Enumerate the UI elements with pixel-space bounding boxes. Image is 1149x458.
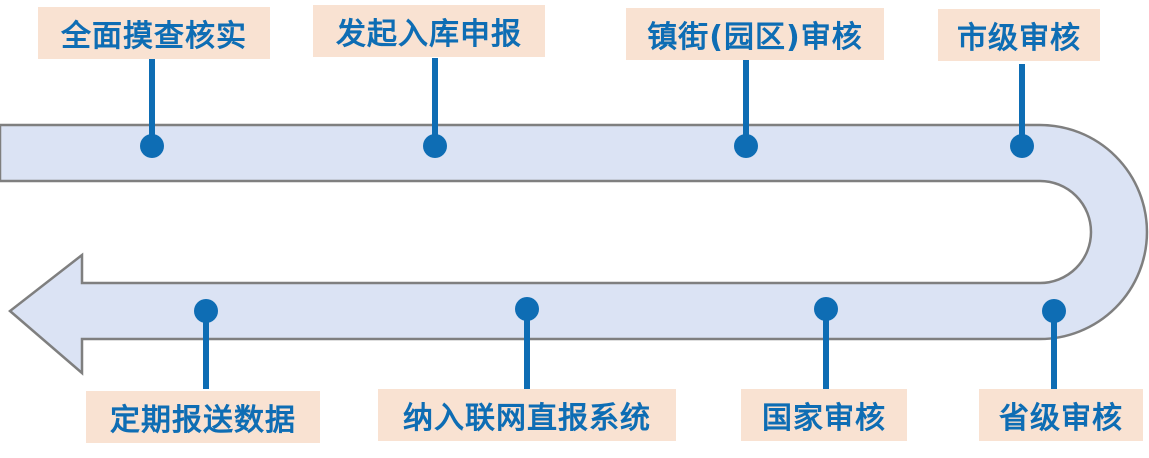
step-label-province-review: 省级审核 [979,389,1143,441]
step-text: 发起入库申报 [336,17,522,52]
step-label-comprehensive-survey: 全面摸查核实 [38,7,270,59]
connector-step3 [734,60,758,158]
connector-step1 [140,58,164,158]
step-text: 全面摸查核实 [61,19,247,54]
step-label-town-review: 镇街(园区)审核 [626,8,884,60]
connector-step8 [194,299,218,389]
step-label-join-direct-report: 纳入联网直报系统 [378,389,676,441]
step-text: 纳入联网直报系统 [403,401,651,436]
connector-step2 [423,58,447,158]
step-label-city-review: 市级审核 [938,9,1100,61]
step-label-periodic-reporting: 定期报送数据 [86,391,320,443]
connector-step4 [1010,64,1034,158]
step-label-national-review: 国家审核 [741,389,907,441]
step-text: 镇街(园区)审核 [647,20,863,55]
step-text: 国家审核 [762,401,886,436]
step-text: 省级审核 [999,401,1123,436]
connector-step6 [814,297,838,389]
step-label-initiate-filing: 发起入库申报 [313,5,545,57]
step-text: 市级审核 [957,21,1081,56]
flow-arrow-track [0,123,1149,376]
step-text: 定期报送数据 [110,403,296,438]
connector-step7 [515,297,539,389]
connector-step5 [1042,299,1066,389]
